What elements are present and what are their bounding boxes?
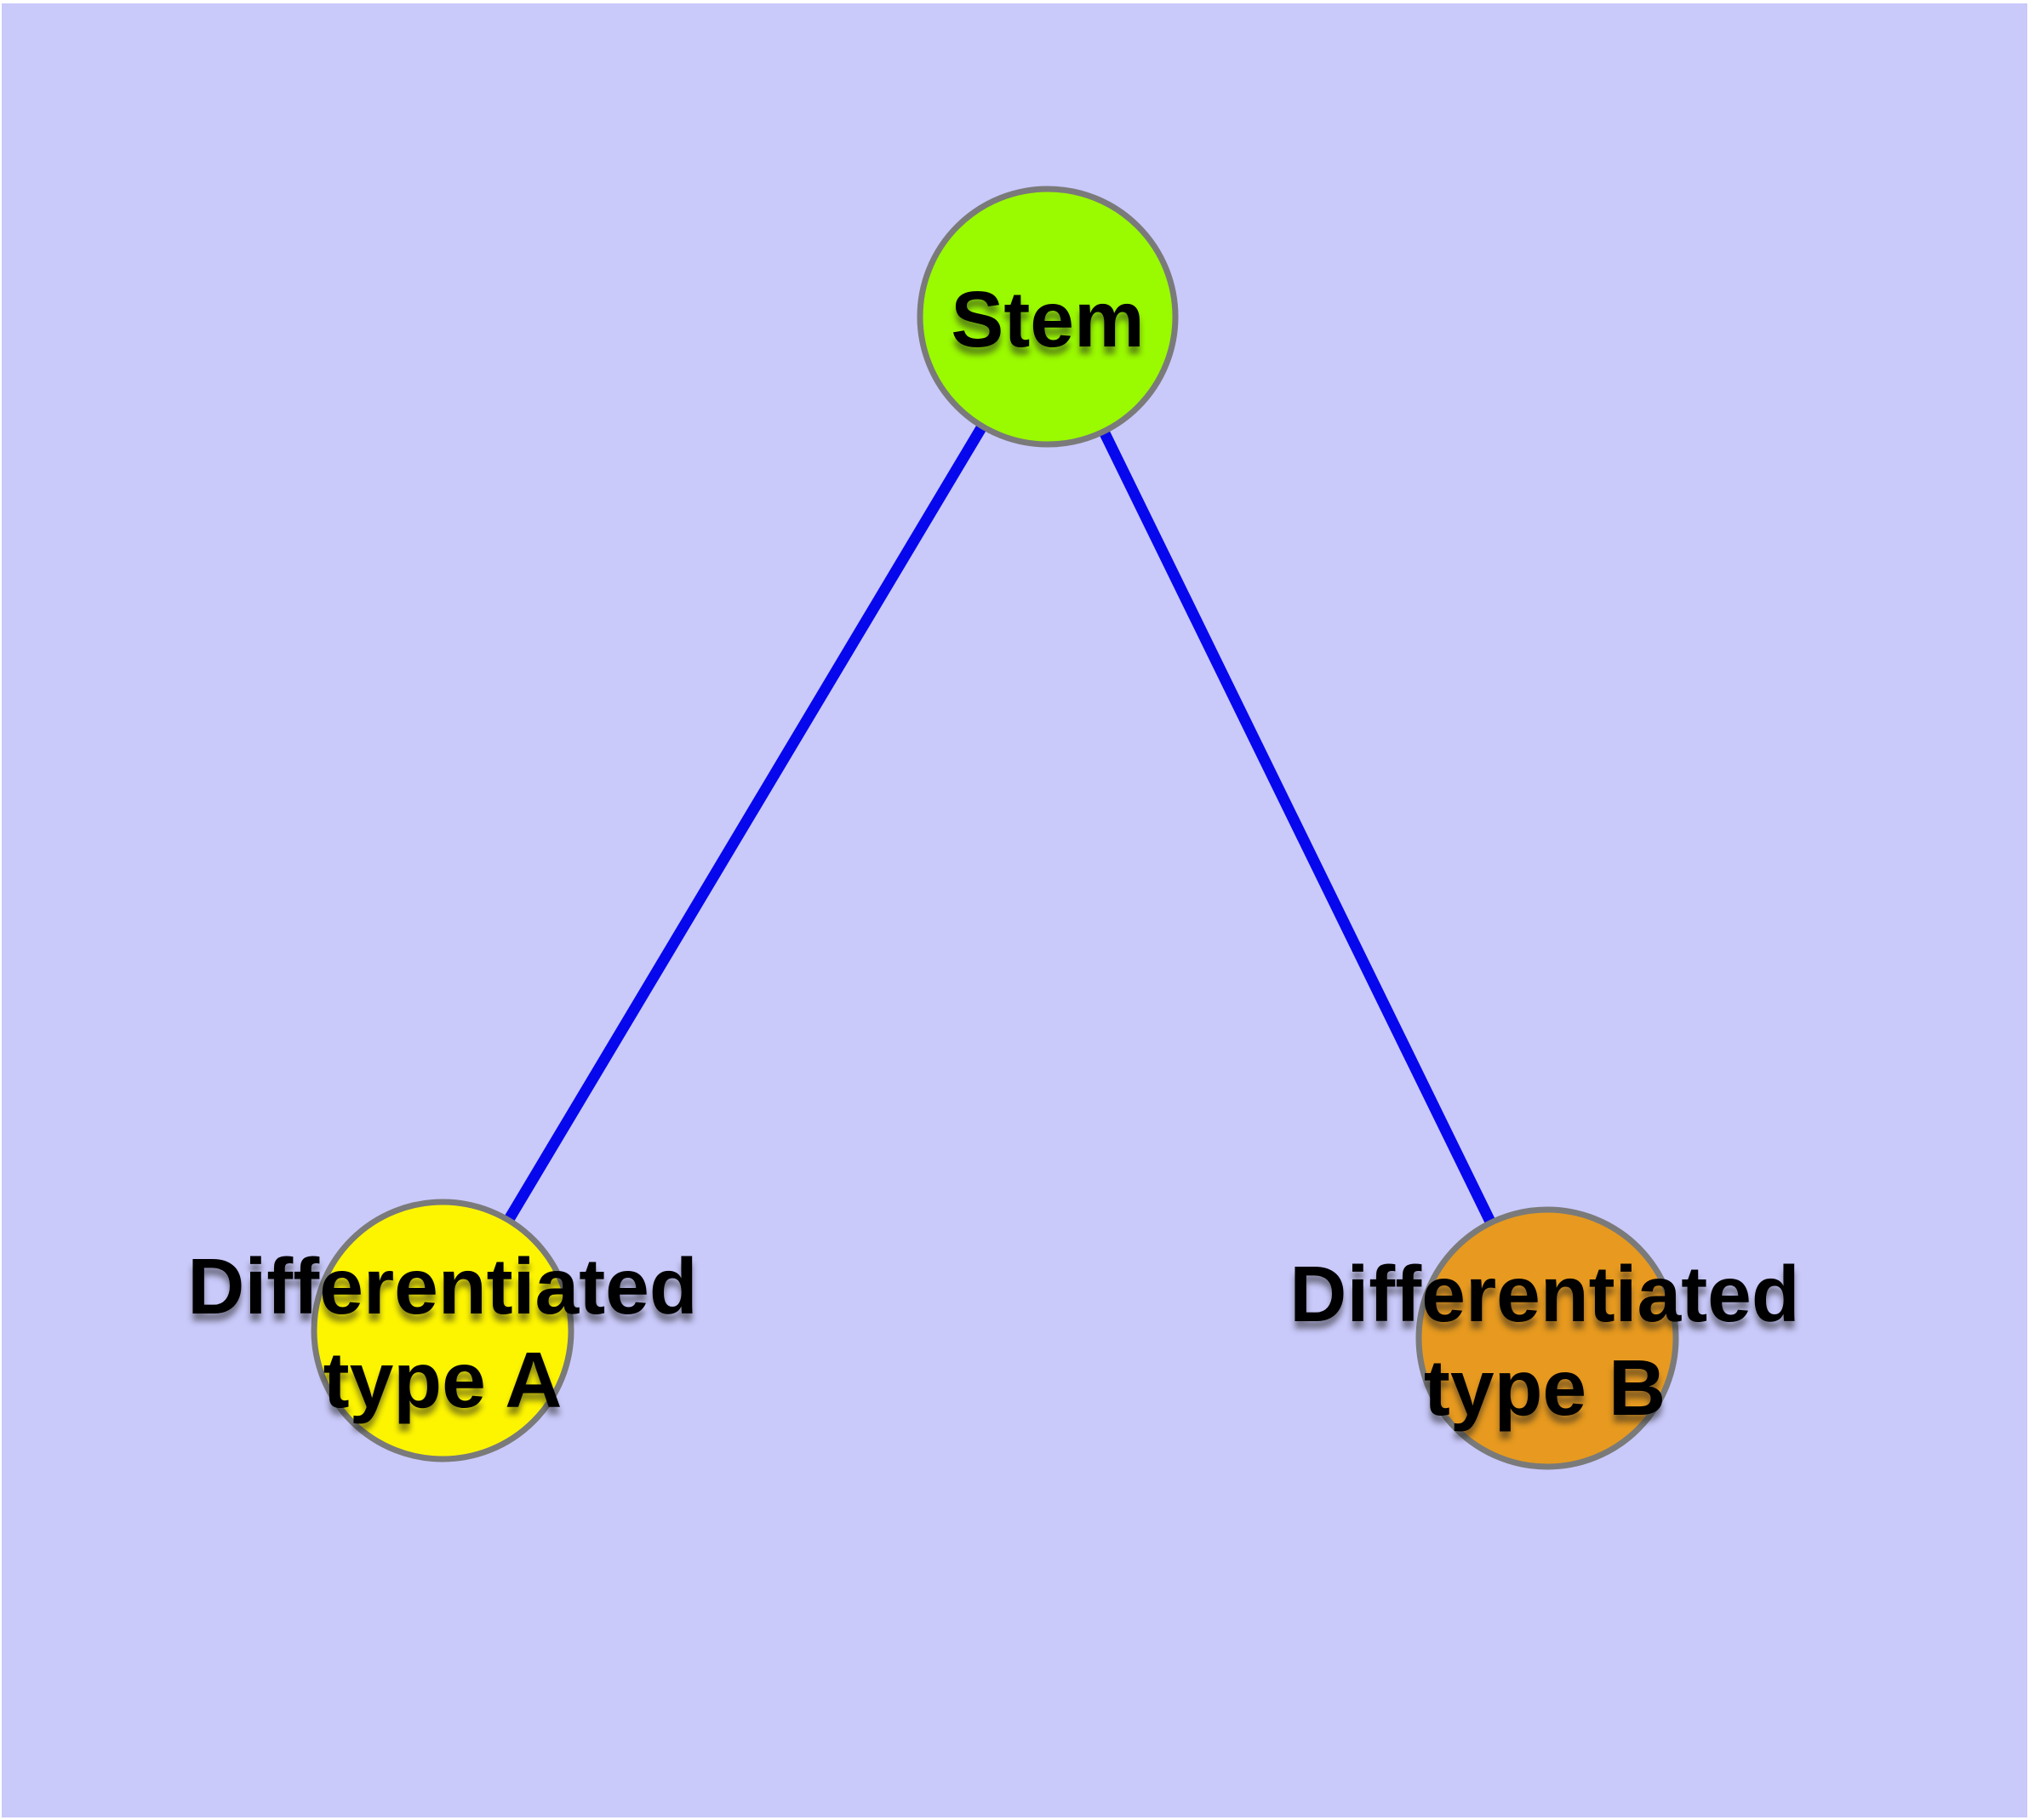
node-stem[interactable] <box>917 186 1179 448</box>
node-differentiated-type-b[interactable] <box>1415 1206 1679 1470</box>
node-differentiated-type-a[interactable] <box>311 1199 574 1462</box>
edge-stem-to-type-b[interactable] <box>1043 314 1552 1341</box>
edge-stem-to-type-a[interactable] <box>437 313 1053 1334</box>
